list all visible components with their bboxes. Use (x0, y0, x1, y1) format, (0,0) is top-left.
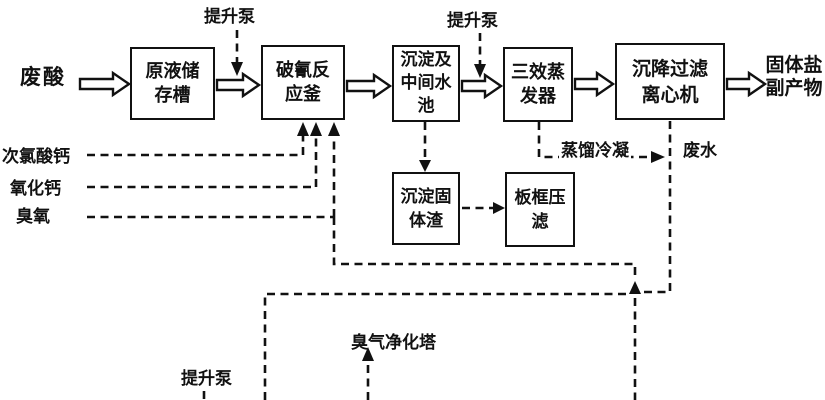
box-label: 板框压 (514, 187, 566, 208)
arrowhead-right-distillation-icon (651, 151, 665, 163)
label-line: 固体盐 (765, 54, 823, 76)
line-calcium-oxide (87, 136, 318, 189)
arrowhead-down-residue-icon (419, 160, 431, 172)
flow-arrow-reactor-to-pool (345, 72, 393, 100)
box-label: 原液储 (145, 60, 200, 82)
line-wastewater-down (642, 121, 672, 294)
flow-arrow-centrifuge-to-salt (725, 70, 768, 98)
label-distillation-condensate: 蒸馏冷凝 (559, 136, 631, 161)
box-label: 沉淀固 (400, 186, 452, 207)
label-calcium-oxide: 氧化钙 (10, 179, 61, 199)
box-label: 体渣 (409, 210, 443, 231)
arrowhead-up-ozone-icon (328, 122, 340, 136)
label-lift-pump-top-1: 提升泵 (204, 7, 255, 27)
box-sediment-solid-residue: 沉淀固 体渣 (392, 172, 460, 245)
label-solid-salt-byproduct: 固体盐 副产物 (763, 54, 825, 100)
arrowhead-down-pump2-icon (474, 64, 486, 78)
label-wastewater: 废水 (683, 141, 717, 161)
line-calcium-hypochlorite (87, 136, 305, 157)
flow-arrow-pool-to-evaporator (460, 72, 504, 100)
box-label: 存槽 (154, 84, 191, 106)
label-calcium-hypochlorite: 次氯酸钙 (2, 147, 70, 167)
line-recirculation-to-reactor (332, 217, 637, 280)
flow-arrow-storage-to-reactor (215, 71, 262, 99)
box-label: 中间水 (400, 73, 452, 93)
box-label: 池 (417, 96, 435, 116)
box-label: 发器 (520, 85, 556, 107)
flow-arrow-evaporator-to-centrifuge (573, 70, 616, 98)
arrowhead-up-odor-tower-icon (362, 347, 374, 361)
box-cyanide-breaking-reactor: 破氰反 应釜 (261, 45, 345, 120)
label-ozone: 臭氧 (16, 207, 50, 227)
label-line: 副产物 (765, 77, 823, 99)
arrowhead-right-press-icon (493, 202, 505, 214)
flow-arrow-waste-acid-to-storage (78, 70, 132, 98)
label-waste-acid: 废酸 (20, 65, 66, 89)
box-raw-liquid-storage-tank: 原液储 存槽 (130, 47, 215, 120)
arrowhead-up-hypochlorite-icon (297, 122, 309, 136)
label-lift-pump-top-2: 提升泵 (447, 11, 498, 31)
label-odor-purification-tower: 臭气净化塔 (351, 333, 436, 353)
box-label: 沉淀及 (400, 50, 452, 70)
box-label: 破氰反 (276, 59, 330, 81)
arrowhead-up-oxide-icon (310, 122, 322, 136)
box-triple-effect-evaporator: 三效蒸 发器 (503, 47, 573, 122)
box-label: 应釜 (285, 83, 321, 105)
line-bottom-return-left (263, 292, 628, 400)
box-label: 滤 (531, 211, 549, 232)
box-sedimentation-intermediate-pool: 沉淀及 中间水 池 (392, 45, 460, 122)
box-label: 离心机 (641, 83, 699, 106)
box-label: 沉降过滤 (631, 57, 708, 80)
box-plate-frame-filter-press: 板框压 滤 (505, 172, 575, 247)
arrowhead-up-recirculation-icon (629, 281, 641, 294)
arrowhead-down-pump1-icon (231, 62, 243, 76)
box-settling-filter-centrifuge: 沉降过滤 离心机 (615, 43, 725, 120)
label-lift-pump-bottom: 提升泵 (181, 369, 232, 389)
box-label: 三效蒸 (511, 61, 565, 83)
